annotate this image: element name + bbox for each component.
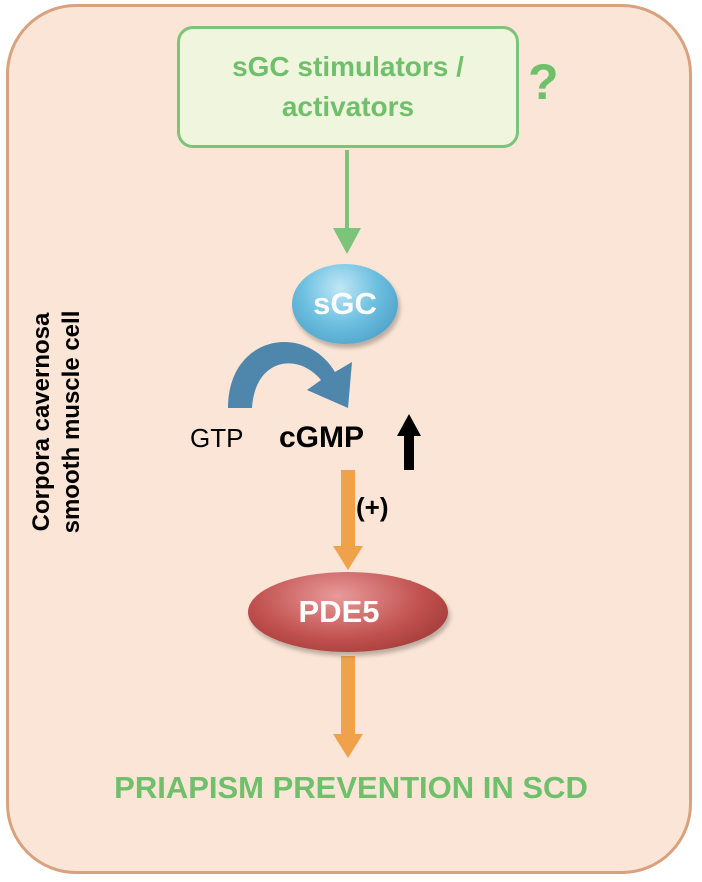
pde5-enzyme: PDE5 xyxy=(248,572,448,652)
pde5-label: PDE5 xyxy=(298,594,380,629)
cgmp-increase-arrow xyxy=(397,414,421,470)
stimulation-label: (+) xyxy=(356,492,389,522)
gtp-label: GTP xyxy=(190,423,244,453)
cgmp-label: cGMP xyxy=(279,421,365,454)
outcome-label: PRIAPISM PREVENTION IN SCD xyxy=(114,770,588,805)
pde5-to-outcome-arrow xyxy=(333,656,363,758)
sgc-enzyme: sGC xyxy=(292,264,398,344)
sgc-label: sGC xyxy=(313,286,377,321)
sgc-stimulators-line2: activators xyxy=(281,91,415,122)
stimulator-to-sgc-arrow xyxy=(333,150,361,254)
sgc-stimulators-box: sGC stimulators / activators xyxy=(177,26,519,148)
question-mark: ? xyxy=(528,54,559,110)
cgmp-to-pde5-arrow xyxy=(333,470,363,570)
gtp-to-cgmp-curved-arrow xyxy=(228,342,352,408)
sgc-stimulators-line1: sGC stimulators / xyxy=(232,51,464,82)
